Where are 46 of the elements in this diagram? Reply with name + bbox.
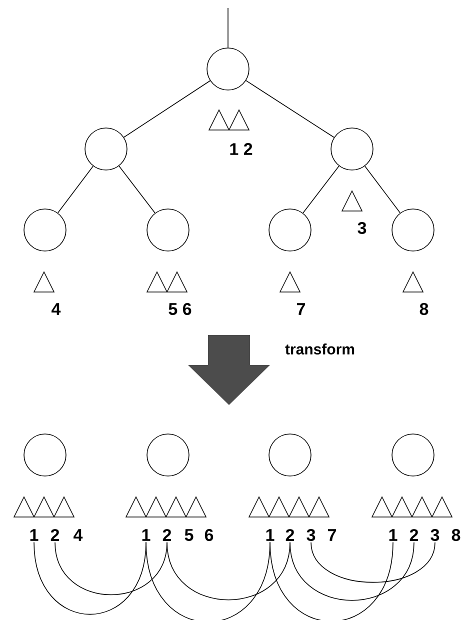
digit: 7 bbox=[328, 529, 336, 541]
digit: 6 bbox=[204, 528, 214, 542]
digit: 1 bbox=[266, 529, 274, 541]
arc bbox=[34, 542, 146, 615]
digit: 2 bbox=[410, 529, 418, 541]
tree-edge bbox=[302, 166, 340, 214]
leaf-numbers: 1 2 bbox=[230, 143, 252, 155]
caption: transform bbox=[285, 344, 354, 354]
arc bbox=[270, 542, 394, 620]
arc bbox=[54, 542, 168, 596]
leaf-numbers: 4 bbox=[52, 303, 61, 315]
tree-node-circle bbox=[146, 208, 190, 252]
tree-node-circle bbox=[206, 48, 250, 90]
digit: 5 bbox=[184, 529, 194, 541]
tree-node-circle bbox=[392, 208, 434, 252]
digit: 3 bbox=[430, 528, 440, 542]
leaf-numbers: 7 bbox=[297, 303, 305, 315]
tree-edge bbox=[57, 166, 94, 214]
arc bbox=[310, 542, 436, 583]
digit: 2 bbox=[50, 529, 60, 541]
digit: 1 bbox=[389, 529, 398, 541]
leaf-numbers: 3 bbox=[358, 222, 366, 234]
leaf-numbers: 8 bbox=[420, 302, 428, 316]
tree-node-circle bbox=[24, 208, 66, 252]
leaf-numbers: 5 6 bbox=[168, 302, 192, 316]
digit: 2 bbox=[162, 529, 172, 541]
arc bbox=[290, 542, 414, 601]
tree-edge bbox=[364, 166, 401, 214]
tree-edge bbox=[118, 166, 156, 214]
digit: 1 bbox=[30, 529, 38, 541]
tree-node-circle bbox=[146, 434, 190, 476]
tree-node-circle bbox=[392, 434, 434, 476]
tree-edge bbox=[246, 80, 334, 138]
digit: 1 bbox=[142, 529, 150, 541]
tree-node-circle bbox=[268, 434, 312, 476]
tree-node-circle bbox=[84, 128, 128, 170]
tree-edge bbox=[124, 80, 211, 138]
digit: 3 bbox=[306, 528, 316, 542]
tree-node-circle bbox=[24, 434, 66, 476]
tree-node-circle bbox=[330, 128, 374, 170]
tree-node-circle bbox=[268, 208, 312, 252]
digit: 8 bbox=[452, 528, 460, 542]
digit: 4 bbox=[74, 529, 83, 541]
arc bbox=[146, 542, 270, 620]
arc bbox=[166, 542, 290, 600]
digit: 2 bbox=[286, 529, 294, 541]
